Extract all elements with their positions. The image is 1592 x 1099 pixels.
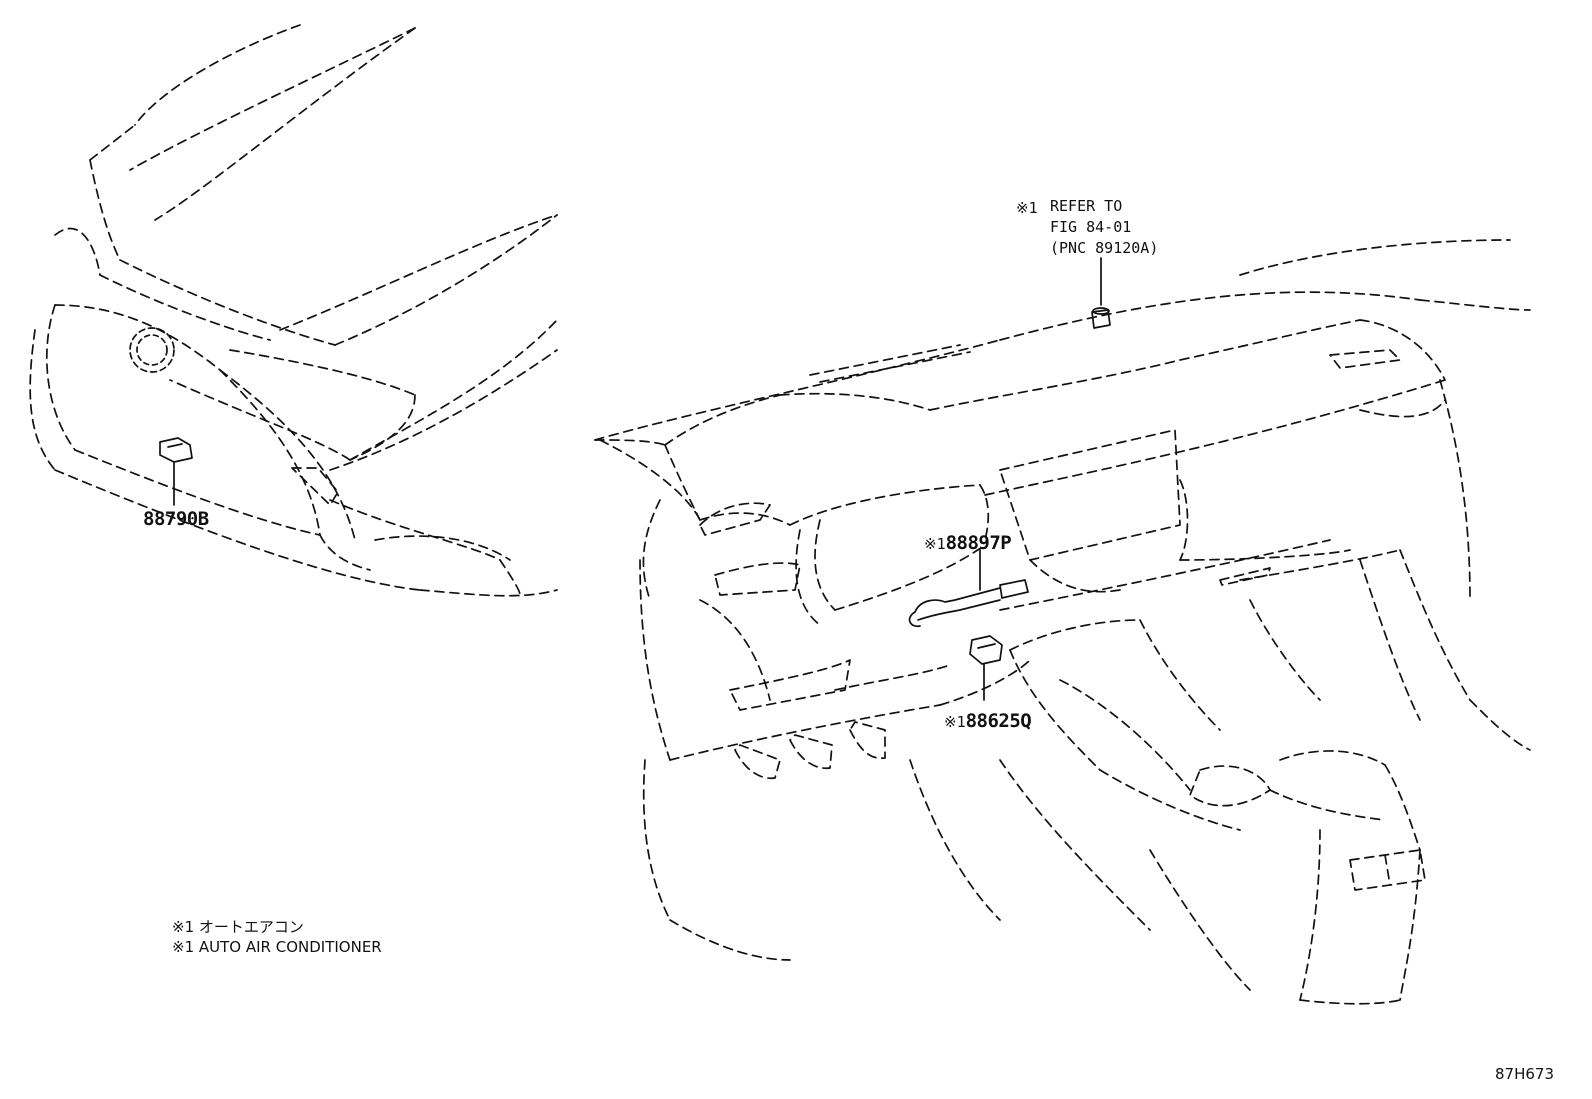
part-number: 88897P	[945, 532, 1012, 554]
legend-note: ※1 オートエアコン ※1 AUTO AIR CONDITIONER	[172, 917, 382, 957]
part-mark: ※1	[924, 535, 946, 553]
part-label-88625q: ※188625Q	[944, 710, 1032, 732]
part-label-88897p: ※188897P	[924, 532, 1012, 554]
ref-line-1: REFER TO	[1050, 197, 1123, 215]
part-label-88790b: 88790B	[143, 508, 209, 530]
front-bumper-illustration	[29, 24, 558, 597]
humidity-sensor-icon	[969, 635, 1003, 701]
ambient-sensor-icon	[159, 437, 193, 506]
part-number: 88625Q	[965, 710, 1032, 732]
ref-line-3: (PNC 89120A)	[1050, 239, 1159, 257]
part-mark: ※1	[944, 713, 966, 731]
solar-sensor-icon	[1091, 257, 1111, 329]
figure-code: 87H673	[1495, 1065, 1554, 1083]
ref-line-2: FIG 84-01	[1050, 218, 1132, 236]
legend-line-en: ※1 AUTO AIR CONDITIONER	[172, 938, 382, 956]
ref-mark: ※1	[1016, 199, 1038, 217]
legend-line-jp: ※1 オートエアコン	[172, 918, 304, 936]
cabin-sensor-harness-icon	[908, 549, 1029, 628]
instrument-panel-illustration	[594, 239, 1531, 1005]
